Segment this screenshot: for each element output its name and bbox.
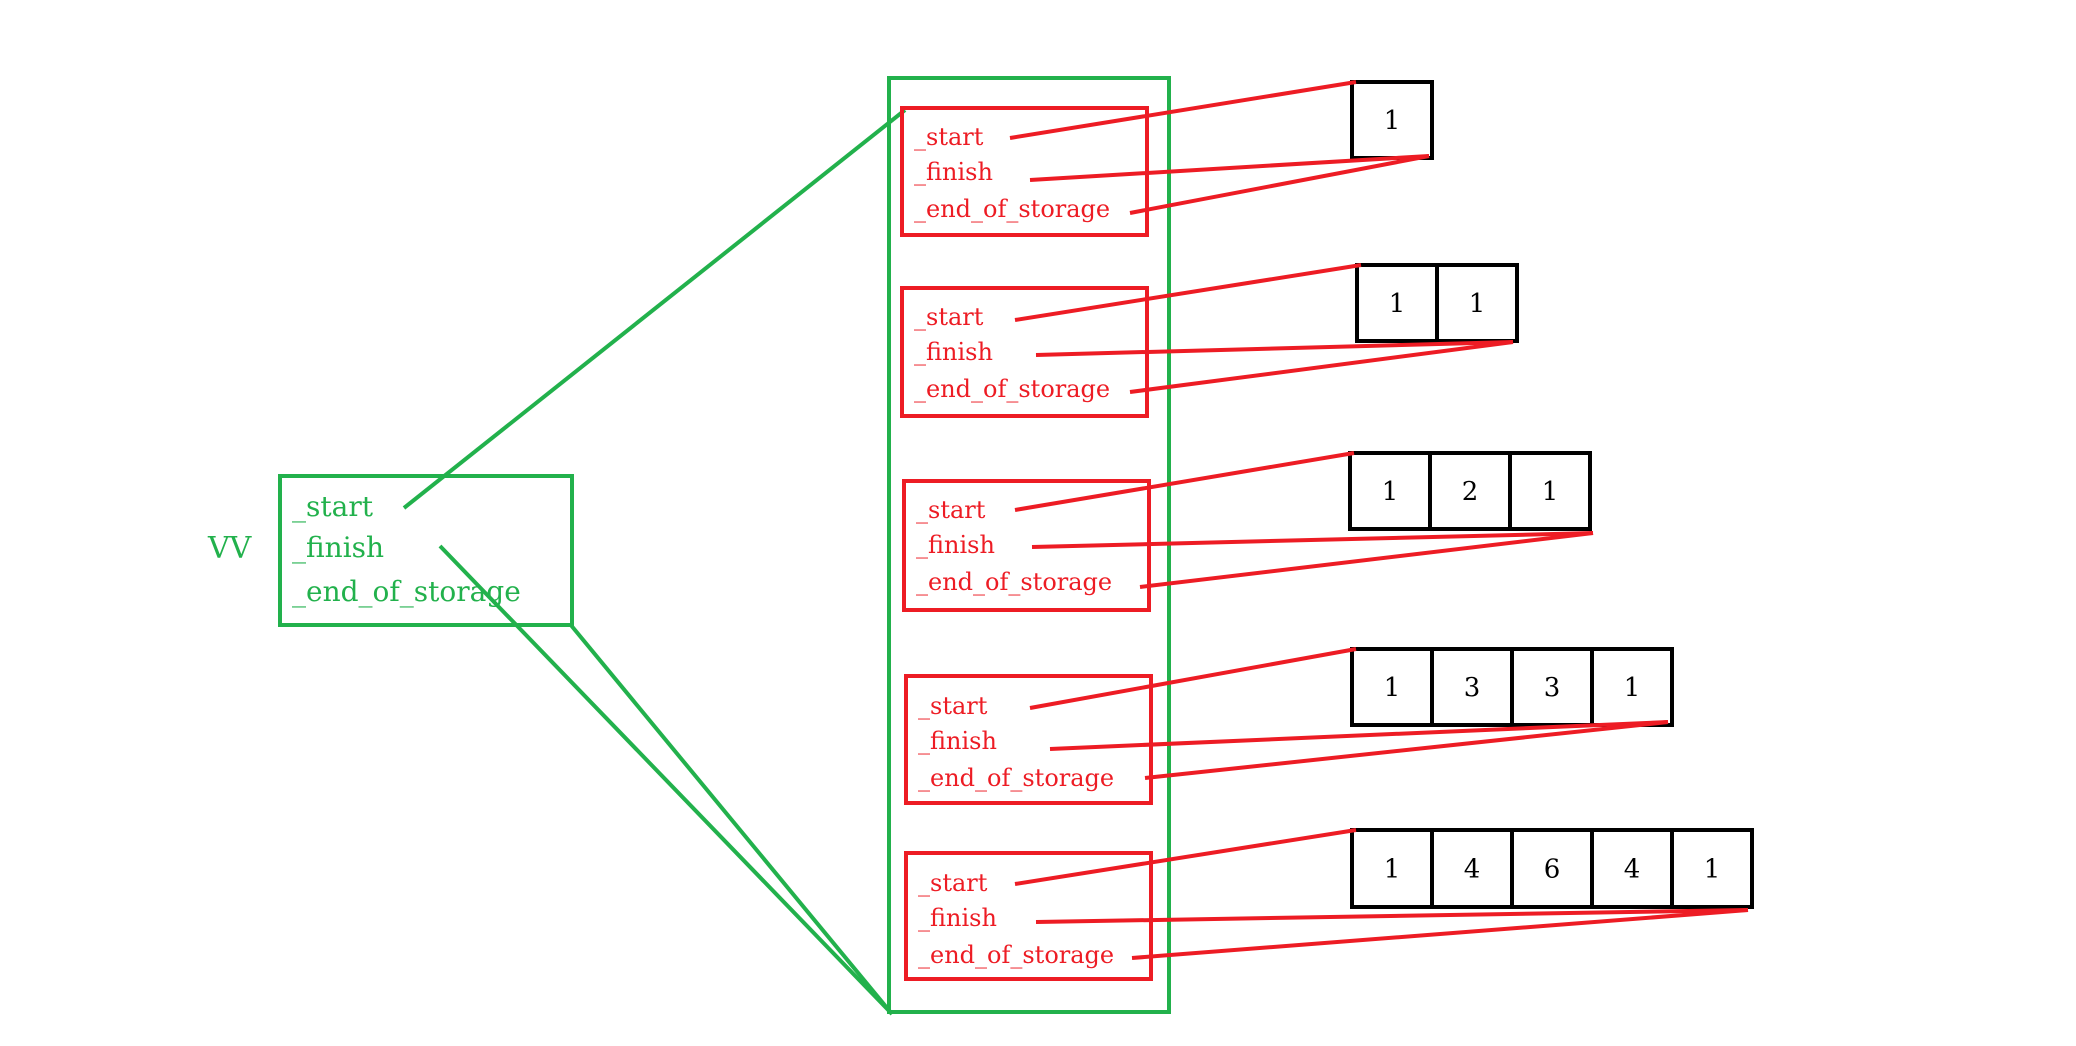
row-5-start-pointer — [1014, 828, 1357, 886]
outer-end-of-storage-pointer — [568, 622, 894, 1016]
row-4-start-field: _start — [918, 692, 988, 720]
row-3-end-of-storage-field: _end_of_storage — [916, 568, 1112, 596]
row-5-cell-2-value: 4 — [1464, 855, 1481, 885]
row-1-finish-pointer — [1029, 154, 1430, 182]
row-4-start-pointer — [1029, 647, 1357, 710]
row-4-vector-box — [904, 674, 1153, 805]
row-2-cell-1-value: 1 — [1389, 289, 1406, 319]
row-5-cell-5 — [1670, 828, 1754, 909]
row-1-cell-1-value: 1 — [1384, 106, 1401, 136]
vv-label: VV — [207, 531, 253, 566]
row-4-end-of-storage-field: _end_of_storage — [918, 764, 1114, 792]
row-3-cell-3-value: 1 — [1542, 477, 1559, 507]
row-2-finish-pointer — [1035, 340, 1514, 357]
row-1-start-field: _start — [914, 123, 984, 151]
row-1-start-pointer — [1009, 80, 1357, 140]
outer-start-field: _start — [292, 490, 374, 523]
row-4-cell-3-value: 3 — [1544, 673, 1561, 703]
outer-start-pointer — [402, 108, 907, 510]
row-3-cell-1-value: 1 — [1382, 477, 1399, 507]
row-2-end-of-storage-pointer — [1129, 340, 1514, 394]
row-4-cell-1-value: 1 — [1384, 673, 1401, 703]
row-5-cell-3-value: 6 — [1544, 855, 1561, 885]
row-2-cell-2-value: 1 — [1469, 289, 1486, 319]
row-3-cell-2-value: 2 — [1462, 477, 1479, 507]
row-5-finish-pointer — [1035, 908, 1749, 924]
row-5-cell-5-value: 1 — [1704, 855, 1721, 885]
row-1-end-of-storage-field: _end_of_storage — [914, 195, 1110, 223]
row-3-start-pointer — [1014, 451, 1355, 512]
row-4-end-of-storage-pointer — [1144, 720, 1669, 780]
row-5-end-of-storage-pointer — [1131, 908, 1749, 960]
row-3-finish-pointer — [1031, 531, 1594, 549]
row-1-finish-field: _finish — [914, 158, 993, 186]
row-3-start-field: _start — [916, 496, 986, 524]
row-5-start-field: _start — [918, 869, 988, 897]
row-2-start-field: _start — [914, 303, 984, 331]
row-5-cell-1-value: 1 — [1384, 855, 1401, 885]
row-2-finish-field: _finish — [914, 338, 993, 366]
row-3-end-of-storage-pointer — [1139, 531, 1594, 589]
row-4-finish-field: _finish — [918, 727, 997, 755]
row-2-start-pointer — [1014, 263, 1362, 322]
row-1-end-of-storage-pointer — [1129, 154, 1430, 215]
row-3-finish-field: _finish — [916, 531, 995, 559]
row-5-cell-4-value: 4 — [1624, 855, 1641, 885]
row-4-finish-pointer — [1049, 720, 1669, 751]
outer-vector-box — [278, 474, 574, 627]
outer-finish-field: _finish — [292, 531, 384, 564]
row-5-end-of-storage-field: _end_of_storage — [918, 941, 1114, 969]
row-5-vector-box — [904, 851, 1153, 981]
row-3-cell-3 — [1508, 451, 1592, 531]
row-4-cell-4-value: 1 — [1624, 673, 1641, 703]
row-5-finish-field: _finish — [918, 904, 997, 932]
row-vectors: _start _finish _end_of_storage 1 _start _fini… — [900, 80, 1754, 981]
row-2-end-of-storage-field: _end_of_storage — [914, 375, 1110, 403]
outer-finish-pointer — [438, 544, 894, 1016]
row-4-cell-2-value: 3 — [1464, 673, 1481, 703]
